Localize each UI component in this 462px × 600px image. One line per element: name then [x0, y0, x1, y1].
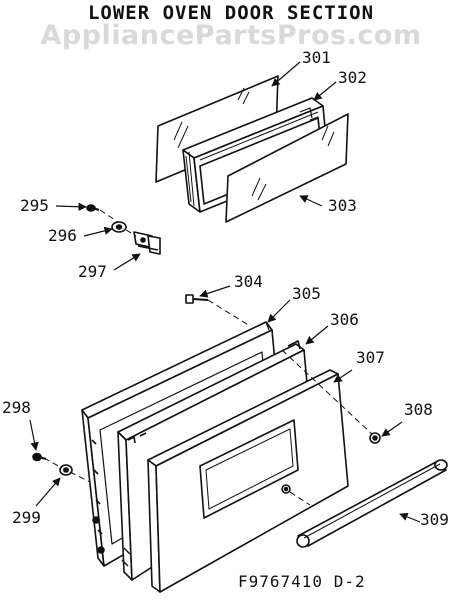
leader-lines [29, 61, 421, 523]
part-295-screw [86, 204, 100, 212]
callout-296: 296 [48, 226, 77, 245]
part-303-outer-glass [225, 113, 349, 223]
callout-305: 305 [292, 284, 321, 303]
callout-309: 309 [420, 510, 449, 529]
diagram-title: LOWER OVEN DOOR SECTION [87, 2, 375, 24]
callout-308: 308 [404, 400, 433, 419]
callout-303: 303 [328, 196, 357, 215]
callout-302: 302 [338, 68, 367, 87]
part-299-washer [59, 464, 73, 476]
callout-297: 297 [78, 262, 107, 281]
callout-306: 306 [330, 310, 359, 329]
callout-307: 307 [356, 348, 385, 367]
part-296-washer [111, 221, 127, 233]
part-309-handle [296, 459, 448, 548]
watermark-text: AppliancePartsPros.com [40, 20, 422, 51]
part-307-outer-door-panel [147, 369, 349, 593]
callout-299: 299 [12, 508, 41, 527]
part-297-bracket [133, 231, 161, 255]
callout-298: 298 [2, 398, 31, 417]
assembly-lines [43, 209, 373, 506]
callout-304: 304 [234, 272, 263, 291]
part-304-screw [185, 294, 209, 304]
callout-301: 301 [302, 48, 331, 67]
figure-number: F9767410 D-2 [238, 572, 366, 591]
part-298-screw [32, 452, 47, 462]
callout-295: 295 [20, 196, 49, 215]
part-308-plug [369, 432, 381, 444]
